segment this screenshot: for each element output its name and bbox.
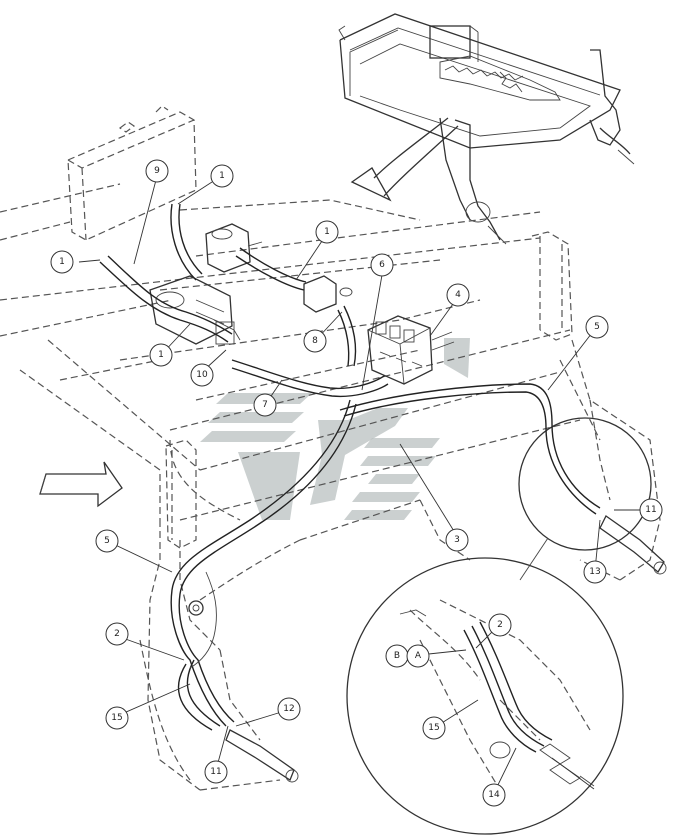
callout-1d: 1 [149, 343, 173, 367]
svg-text:10: 10 [196, 370, 208, 380]
chassis-frame-outline [0, 183, 661, 791]
callout-8: 8 [303, 329, 327, 353]
callout-2a: 2 [105, 622, 129, 646]
svg-text:6: 6 [379, 260, 385, 270]
svg-text:1: 1 [219, 171, 225, 181]
svg-text:2: 2 [114, 629, 120, 639]
filter-housing [205, 223, 263, 273]
svg-text:B: B [394, 651, 400, 661]
svg-text:8: 8 [312, 336, 318, 346]
callout-4: 4 [446, 283, 470, 307]
svg-text:3: 3 [454, 535, 460, 545]
callout-13: 13 [583, 560, 607, 584]
callout-leaders [78, 179, 651, 794]
callout-14: 14 [482, 783, 506, 807]
direction-block-arrow [39, 461, 123, 508]
overview-frame-drawing [338, 13, 635, 245]
svg-text:15: 15 [111, 713, 122, 723]
detail-magnifier-lower [346, 557, 624, 835]
svg-text:13: 13 [589, 567, 600, 577]
svg-text:4: 4 [455, 290, 461, 300]
callout-11a: 11 [204, 760, 228, 784]
callout-6: 6 [370, 253, 394, 277]
watermark-logo [200, 338, 470, 520]
tank-fitting-right [303, 275, 353, 313]
svg-text:A: A [415, 651, 422, 661]
callout-10: 10 [190, 363, 214, 387]
pump-assembly [149, 275, 241, 345]
svg-text:1: 1 [59, 257, 65, 267]
svg-text:1: 1 [158, 350, 164, 360]
callout-1c: 1 [315, 220, 339, 244]
callout-1a: 1 [50, 250, 74, 274]
detail-magnifier-upper [518, 417, 652, 581]
svg-text:1: 1 [324, 227, 330, 237]
svg-text:5: 5 [104, 536, 110, 546]
pivot-mount [188, 571, 217, 669]
callout-9: 9 [145, 159, 169, 183]
callout-B: B [385, 644, 409, 668]
svg-text:12: 12 [283, 704, 294, 714]
callout-5a: 5 [585, 315, 609, 339]
curved-pointer-arrow [350, 117, 459, 202]
svg-text:11: 11 [645, 505, 656, 515]
right-cylinder [599, 515, 667, 575]
svg-text:5: 5 [594, 322, 600, 332]
svg-text:15: 15 [428, 723, 439, 733]
callout-15b: 15 [422, 716, 446, 740]
svg-text:2: 2 [497, 620, 503, 630]
callout-7: 7 [253, 393, 277, 417]
callout-11b: 11 [639, 498, 663, 522]
svg-text:7: 7 [262, 400, 268, 410]
svg-text:11: 11 [210, 767, 221, 777]
callout-1b: 1 [210, 164, 234, 188]
callout-12: 12 [277, 697, 301, 721]
control-valve-block [367, 315, 455, 385]
callout-3: 3 [445, 528, 469, 552]
callout-A: A [406, 644, 430, 668]
svg-text:9: 9 [154, 166, 160, 176]
hose-lines [99, 203, 601, 753]
callout-2b: 2 [488, 613, 512, 637]
callout-15a: 15 [105, 706, 129, 730]
fuel-tank-outline [67, 105, 197, 241]
left-cylinder [225, 729, 299, 783]
callout-5b: 5 [95, 529, 119, 553]
svg-text:14: 14 [488, 790, 500, 800]
